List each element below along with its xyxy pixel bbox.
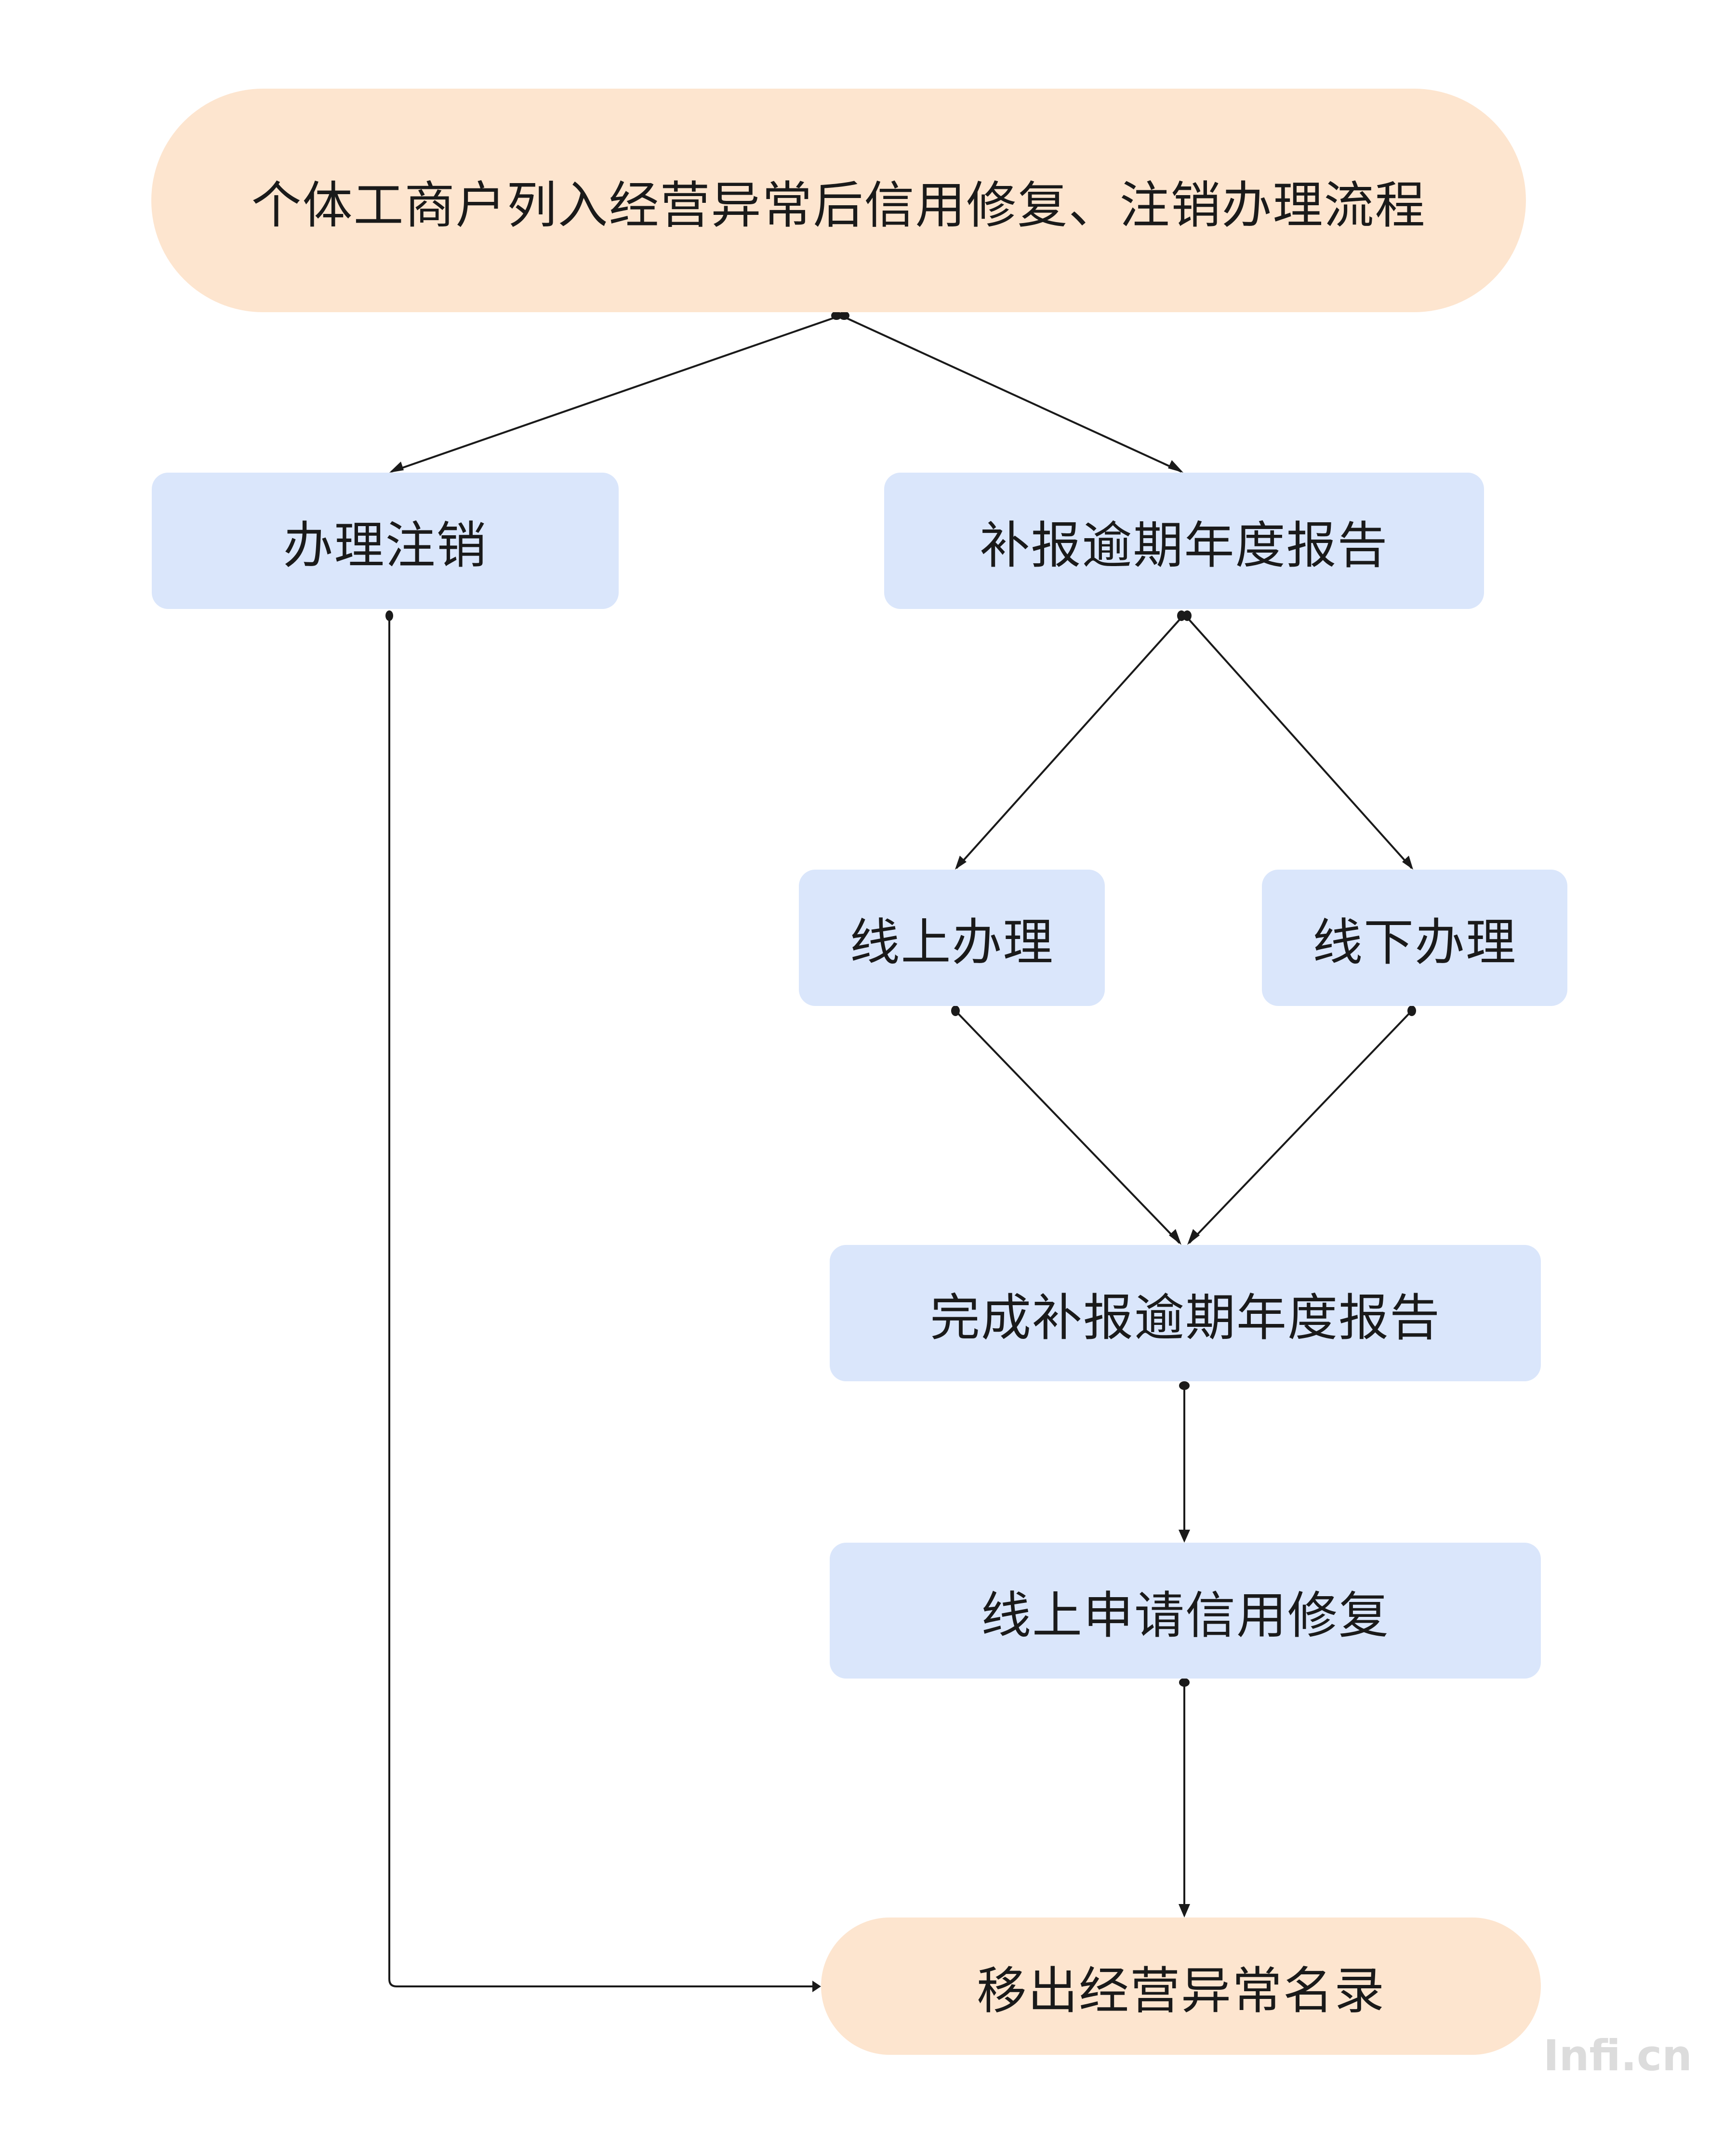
node-completed-label: 完成补报逾期年度报告 <box>929 1288 1441 1347</box>
node-supplement-label: 补报逾期年度报告 <box>980 516 1389 575</box>
edge-cancel-to-removed <box>388 619 819 1987</box>
connector-dot <box>839 311 849 320</box>
arrowhead <box>1179 1530 1190 1543</box>
arrowhead <box>955 856 967 870</box>
arrowhead <box>812 1981 821 1992</box>
node-online-label: 线上办理 <box>849 913 1054 972</box>
node-online: 线上办理 <box>799 870 1105 1006</box>
arrowhead <box>1168 460 1183 473</box>
watermark: Infi.cn <box>1543 2031 1692 2080</box>
arrowhead <box>1179 1904 1190 1918</box>
arrowhead <box>389 462 404 473</box>
node-cancel-label: 办理注销 <box>283 516 488 575</box>
node-credit-repair-label: 线上申请信用修复 <box>981 1586 1390 1645</box>
arrowhead <box>1402 856 1413 870</box>
edge-supplement-to-online <box>955 618 1181 869</box>
node-removed-label: 移出经营异常名录 <box>976 1961 1385 2020</box>
connector-dot <box>1179 1678 1190 1687</box>
edge-supplement-to-offline <box>1187 618 1413 869</box>
connector-dot <box>951 1005 960 1016</box>
node-offline-label: 线下办理 <box>1312 913 1517 972</box>
edge-start-to-supplement <box>844 316 1182 473</box>
node-supplement: 补报逾期年度报告 <box>884 473 1484 609</box>
arrowhead <box>1187 1229 1200 1245</box>
edge-online-to-completed <box>954 1010 1180 1244</box>
arrowhead <box>1169 1229 1181 1245</box>
node-offline: 线下办理 <box>1262 870 1567 1006</box>
connector-dot <box>1183 610 1192 621</box>
node-removed: 移出经营异常名录 <box>821 1918 1541 2055</box>
edge-offline-to-completed <box>1188 1010 1413 1244</box>
node-credit-repair: 线上申请信用修复 <box>830 1543 1541 1679</box>
connector-dot <box>385 610 393 621</box>
node-start-label: 个体工商户列入经营异常后信用修复、注销办理流程 <box>251 175 1426 235</box>
connector-dot <box>831 311 842 320</box>
node-cancel: 办理注销 <box>152 473 619 609</box>
node-completed: 完成补报逾期年度报告 <box>830 1245 1541 1381</box>
connector-dot <box>1179 1381 1190 1390</box>
edge-start-to-cancel <box>391 316 837 473</box>
connector-dot <box>1407 1005 1416 1016</box>
node-start: 个体工商户列入经营异常后信用修复、注销办理流程 <box>151 89 1526 312</box>
